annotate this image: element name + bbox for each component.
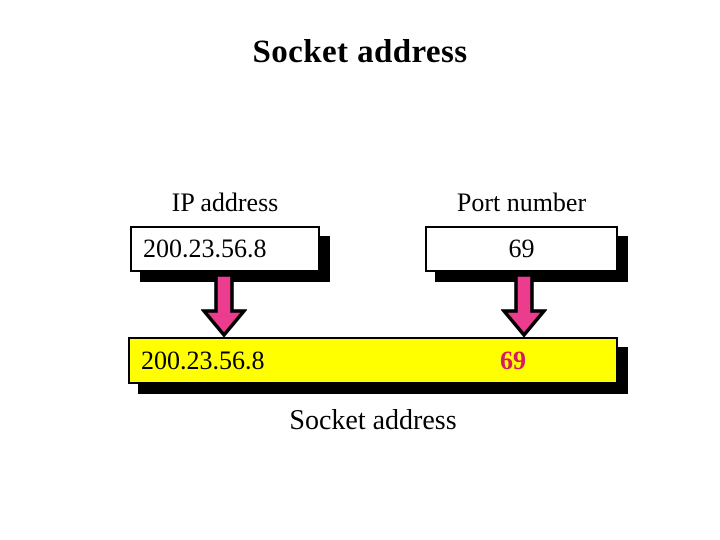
socket-bar-port-part: 69 bbox=[500, 345, 526, 375]
port-number-label: Port number bbox=[456, 188, 587, 217]
socket-address-caption: Socket address bbox=[289, 405, 457, 436]
port-number-value: 69 bbox=[508, 234, 535, 263]
socket-address-bar: 200.23.56.8 69 bbox=[128, 337, 618, 384]
page-title: Socket address bbox=[252, 34, 468, 70]
socket-bar-ip-part: 200.23.56.8 bbox=[141, 345, 265, 375]
port-number-box: 69 bbox=[425, 226, 618, 272]
ip-address-box: 200.23.56.8 bbox=[130, 226, 320, 272]
down-arrow-icon-ip bbox=[201, 275, 247, 337]
ip-address-value: 200.23.56.8 bbox=[143, 234, 267, 263]
ip-address-label: IP address bbox=[171, 188, 279, 217]
down-arrow-icon-port bbox=[501, 275, 547, 337]
